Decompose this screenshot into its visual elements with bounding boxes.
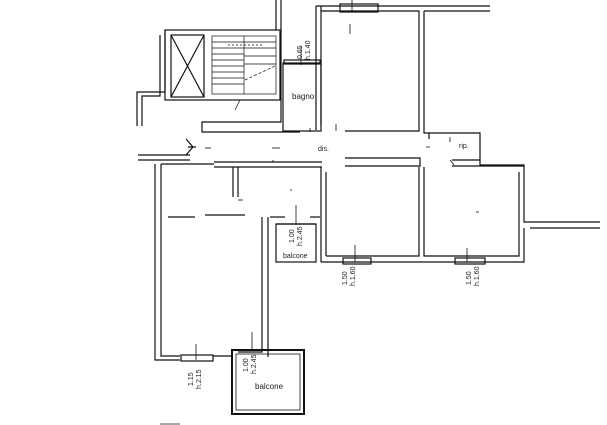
- dim-balcony-large-height: h.2.45: [251, 354, 258, 374]
- room-label-storage: rip.: [459, 143, 469, 150]
- wall-top-stair-2: [201, 0, 300, 133]
- dim-bathroom-height: h.1.40: [305, 40, 312, 60]
- wall-stairwell-left: [136, 30, 166, 126]
- wall-bedroom-right-bottom: [455, 228, 525, 263]
- room-label-balcony-small: balcone: [283, 253, 308, 260]
- dim-balcony-large-width: 1.00: [243, 358, 250, 372]
- door-entrance: [185, 138, 196, 156]
- dim-bedroom-middle-width: 1.50: [342, 271, 349, 285]
- dim-bathroom-width: 0.65: [297, 45, 304, 59]
- wall-stairwell-left-inner: [141, 35, 161, 126]
- wall-living-right: [238, 217, 263, 353]
- room-label-balcony-large: balcone: [255, 382, 284, 391]
- wall-top-room-top2: [321, 10, 420, 132]
- markers: [160, 0, 479, 425]
- wall-bedroom-right-left: [423, 167, 520, 257]
- dim-balcony-small-height: h.2.45: [297, 226, 304, 246]
- dim-bedroom-right-width: 1.50: [466, 271, 473, 285]
- dim-living-width: 1.15: [188, 372, 195, 386]
- dim-bedroom-right-height: h.1.60: [474, 266, 481, 286]
- bedroom-middle-window: [342, 257, 372, 265]
- room-label-corridor: dis.: [318, 146, 329, 153]
- elevator-cross-2: [170, 34, 205, 98]
- room-label-bathroom: bagno: [292, 92, 315, 101]
- bedroom-right-window: [454, 257, 486, 265]
- window-top: [339, 3, 379, 13]
- wall-living-left: [154, 164, 180, 361]
- balcony-large-inner: [235, 353, 301, 411]
- wall-mid-right: [345, 157, 421, 167]
- dim-living-height: h.2.15: [196, 369, 203, 389]
- wall-living-left2: [160, 164, 180, 357]
- bathroom-window: [283, 59, 321, 65]
- dim-balcony-small-width: 1.00: [289, 229, 296, 243]
- elevator-shaft: [170, 34, 205, 98]
- wall-bedroom-mid-bottom2: [326, 167, 420, 257]
- stairs: [211, 35, 277, 111]
- living-window: [180, 354, 214, 362]
- stairwell-outline: [164, 29, 281, 101]
- dim-bedroom-middle-height: h.1.60: [350, 266, 357, 286]
- wall-right-column: [423, 11, 600, 223]
- balcony-large-outline: [231, 349, 305, 415]
